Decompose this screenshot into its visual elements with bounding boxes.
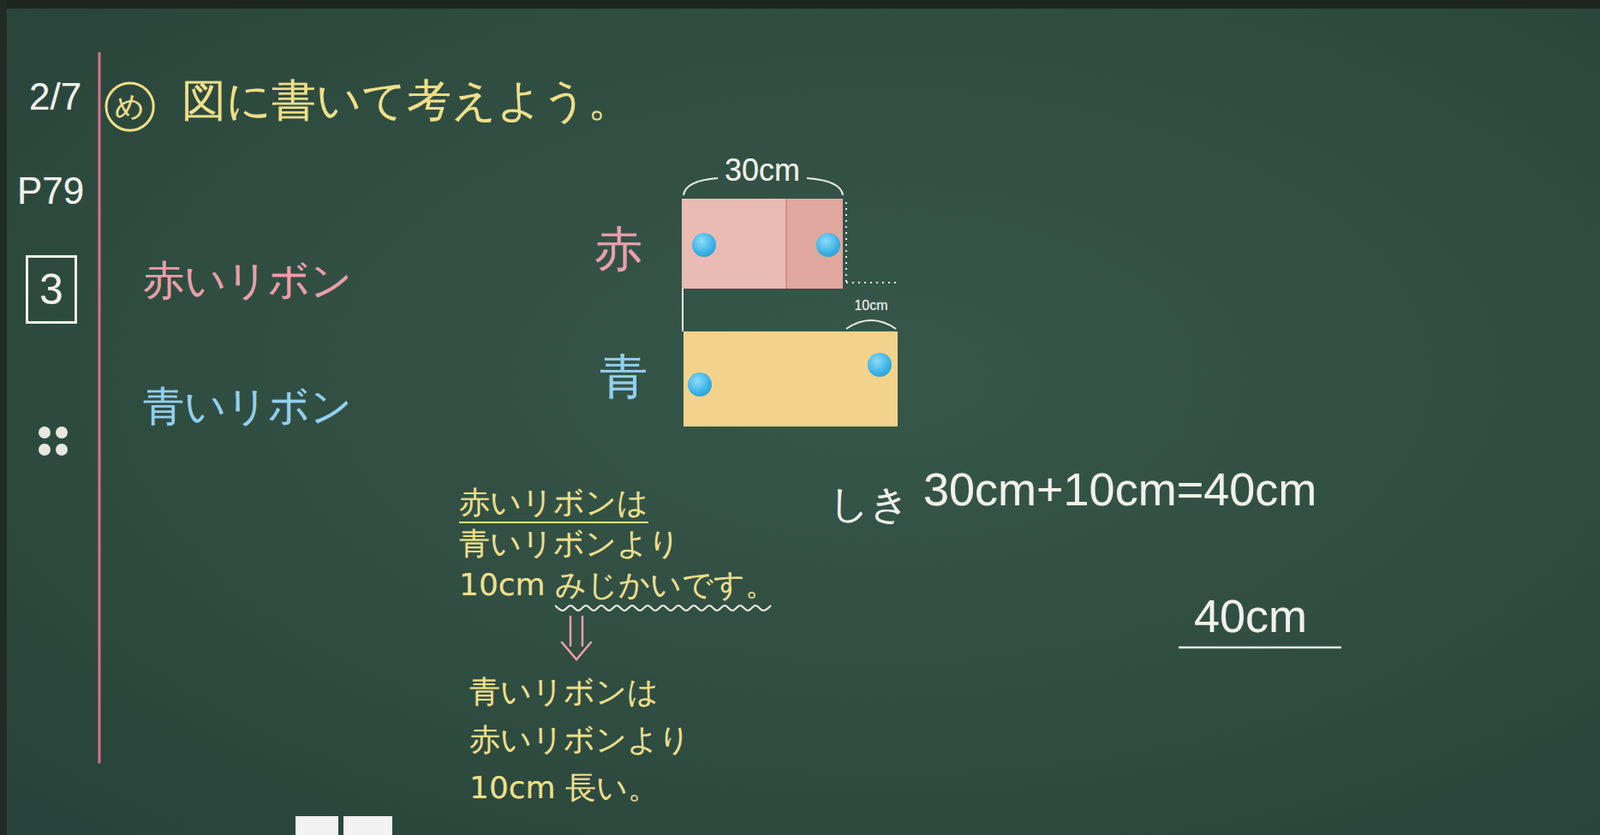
dimension: 10cm xyxy=(853,298,888,314)
page-number: P79 xyxy=(17,169,84,214)
problem-number-box: 3 xyxy=(25,255,78,324)
align-line xyxy=(681,288,684,332)
ribbon-name: 青いリボン xyxy=(143,382,353,430)
answer-underline xyxy=(1178,646,1342,650)
dotted-guide xyxy=(845,202,848,283)
dimension: 30cm xyxy=(724,152,800,188)
arrow-head xyxy=(561,642,592,660)
wavy-underline xyxy=(555,605,771,611)
dot xyxy=(55,443,68,456)
board-frame xyxy=(0,0,7,835)
date: 2/7 xyxy=(29,75,82,120)
magnet xyxy=(816,232,841,257)
statement: 青いリボンは 赤いリボンより 10cm 長い。 xyxy=(469,668,691,812)
board-frame xyxy=(0,0,1600,9)
goal-mark-text: め xyxy=(114,90,145,123)
dimension-bracket xyxy=(806,178,843,196)
arrow-shaft xyxy=(581,616,585,646)
answer: 40cm xyxy=(1194,589,1308,643)
ribbon-label: 青 xyxy=(599,350,648,404)
underline xyxy=(459,521,649,524)
eraser xyxy=(343,816,393,835)
dimension-bracket xyxy=(846,320,896,329)
circle-outline xyxy=(106,83,154,131)
margin-line xyxy=(98,53,102,763)
blue-ribbon: 青 xyxy=(683,331,898,427)
down-arrow xyxy=(561,616,592,660)
dot xyxy=(55,426,68,439)
ribbon-label: 赤 xyxy=(594,222,643,276)
dot xyxy=(38,426,51,439)
arrow-shaft xyxy=(569,616,573,646)
magnet xyxy=(687,372,712,397)
dot xyxy=(38,443,51,456)
red-ribbon: 赤 xyxy=(681,198,843,289)
lesson-goal: 図に書いて考えよう。 xyxy=(181,75,633,127)
dotted-guide xyxy=(846,281,896,284)
formula: 30cm+10cm=40cm xyxy=(923,462,1317,516)
magnet-dots xyxy=(38,426,68,456)
problem-number: 3 xyxy=(39,266,64,314)
eraser xyxy=(295,816,339,835)
magnet xyxy=(867,352,892,377)
formula-mark: しき xyxy=(829,481,910,527)
goal-mark: め xyxy=(104,81,156,132)
magnet xyxy=(692,232,717,257)
ribbon-name: 赤いリボン xyxy=(143,256,353,305)
statement: 赤いリボンは 青いリボンより 10cm みじかいです。 xyxy=(459,482,777,606)
dimension-bracket xyxy=(683,178,718,196)
